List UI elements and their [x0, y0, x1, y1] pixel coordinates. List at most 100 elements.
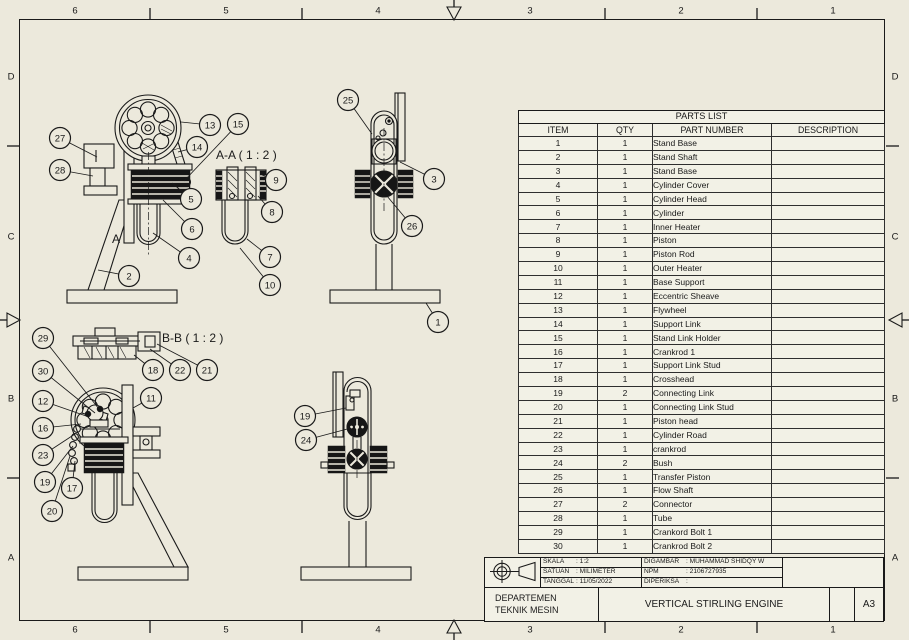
cell-description — [771, 191, 885, 207]
balloon-callout-30: 30 — [31, 359, 55, 383]
cell-part-number: Flywheel — [652, 302, 772, 318]
cell-item: 3 — [518, 163, 598, 179]
grid-row-label-right: B — [891, 393, 899, 405]
grid-col-label-bottom: 6 — [72, 624, 78, 636]
cell-part-number: Crankrod Bolt 2 — [652, 538, 772, 554]
cell-item: 12 — [518, 288, 598, 304]
cell-qty: 1 — [597, 191, 653, 207]
svg-text:5: 5 — [188, 194, 193, 205]
svg-text:17: 17 — [67, 483, 78, 494]
svg-text:23: 23 — [38, 450, 49, 461]
balloon-callout-16: 16 — [31, 416, 55, 440]
diperiksa-label: DIPERIKSA — [644, 578, 680, 586]
digambar-value: : MUHAMMAD SHIDQY W — [686, 558, 765, 566]
balloon-callout-28: 28 — [48, 158, 72, 182]
cell-description — [771, 247, 885, 263]
leader-line — [42, 370, 96, 414]
grid-col-label-bottom: 2 — [678, 624, 684, 636]
cell-item: 29 — [518, 524, 598, 540]
grid-row-label-right: C — [891, 231, 899, 243]
cell-item: 22 — [518, 427, 598, 443]
cell-part-number: Piston — [652, 233, 772, 249]
cell-part-number: Cylinder Head — [652, 191, 772, 207]
view-side-bottom-left: B-B ( 1 : 2 ) — [67, 327, 223, 581]
cell-part-number: Stand Link Holder — [652, 330, 772, 346]
cell-item: 27 — [518, 497, 598, 513]
cell-part-number: Transfer Piston — [652, 469, 772, 485]
cell-qty: 1 — [597, 288, 653, 304]
svg-text:19: 19 — [300, 411, 311, 422]
cell-item: 13 — [518, 302, 598, 318]
svg-text:9: 9 — [273, 175, 278, 186]
department-line2: TEKNIK MESIN — [495, 604, 559, 615]
cell-qty: 2 — [597, 497, 653, 513]
cell-qty: 1 — [597, 427, 653, 443]
svg-text:8: 8 — [269, 207, 274, 218]
cell-item: 2 — [518, 149, 598, 165]
grid-row-label-left: B — [7, 393, 15, 405]
balloon-callout-21: 21 — [195, 358, 219, 382]
svg-text:16: 16 — [38, 423, 49, 434]
grid-col-label-bottom: 1 — [830, 624, 836, 636]
svg-text:13: 13 — [205, 120, 216, 131]
balloon-callout-2: 2 — [117, 264, 141, 288]
svg-text:27: 27 — [55, 133, 66, 144]
grid-col-label-bottom: 3 — [527, 624, 533, 636]
cell-part-number: Flow Shaft — [652, 483, 772, 499]
svg-text:30: 30 — [38, 366, 49, 377]
cell-item: 28 — [518, 511, 598, 526]
balloon-callout-20: 20 — [40, 499, 64, 523]
svg-text:25: 25 — [343, 95, 354, 106]
balloon-callout-4: 4 — [177, 246, 201, 270]
cell-description — [771, 427, 885, 443]
section-view-aa: A-A ( 1 : 2 ) — [215, 148, 277, 245]
paper-size: A3 — [862, 599, 876, 610]
cell-part-number: Support Link Stud — [652, 358, 772, 374]
svg-text:2: 2 — [126, 271, 131, 282]
cell-qty: 1 — [597, 219, 653, 235]
cell-description — [771, 219, 885, 235]
cell-description — [771, 399, 885, 415]
svg-text:22: 22 — [175, 365, 186, 376]
balloon-callout-18: 18 — [141, 358, 165, 382]
cell-item: 16 — [518, 344, 598, 360]
cell-part-number: Inner Heater — [652, 219, 772, 235]
cell-item: 7 — [518, 219, 598, 235]
cell-qty: 1 — [597, 136, 653, 151]
cell-part-number: Support Link — [652, 316, 772, 332]
balloon-callout-1: 1 — [426, 310, 450, 334]
cell-item: 1 — [518, 136, 598, 151]
cell-item: 23 — [518, 441, 598, 457]
cell-qty: 1 — [597, 163, 653, 179]
cell-part-number: Cylinder — [652, 205, 772, 221]
cell-item: 8 — [518, 233, 598, 249]
cell-qty: 1 — [597, 399, 653, 415]
cell-description — [771, 524, 885, 540]
balloon-callout-24: 24 — [294, 428, 318, 452]
cell-description — [771, 538, 885, 554]
grid-col-label-top: 4 — [375, 5, 381, 17]
drawing-title: VERTICAL STIRLING ENGINE — [599, 588, 830, 621]
cell-qty: 2 — [597, 386, 653, 401]
grid-row-label-left: C — [7, 231, 15, 243]
svg-text:26: 26 — [407, 221, 418, 232]
balloon-callout-17: 17 — [60, 476, 84, 500]
cell-description — [771, 149, 885, 165]
cell-description — [771, 469, 885, 485]
cell-description — [771, 316, 885, 332]
satuan-value: : MILIMETER — [576, 568, 616, 576]
svg-text:3: 3 — [431, 174, 436, 185]
cell-qty: 1 — [597, 344, 653, 360]
skala-value: : 1:2 — [576, 558, 589, 566]
svg-text:28: 28 — [55, 165, 66, 176]
